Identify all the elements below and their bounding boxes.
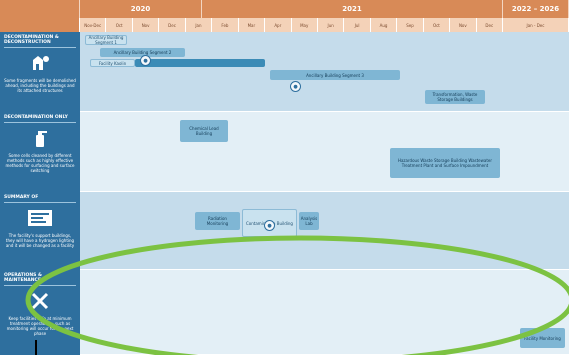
month-header-cell: Nov <box>132 18 160 32</box>
bar-ancillary-3: Ancillary Building Segment 3 <box>270 70 400 80</box>
month-header-cell: Nov <box>450 18 477 32</box>
bar-chemical-lead: Chemical Lead Building <box>180 120 228 142</box>
month-header-cell: Dec <box>476 18 503 32</box>
bar-radiation-monitoring: Radiation Monitoring <box>195 212 240 230</box>
row-description: Some cells cleaned by different methods … <box>5 153 75 173</box>
bar-transformation-waste: Transformation, Waste Storage Buildings <box>425 90 485 104</box>
year-header-cell <box>0 0 80 18</box>
bar-hazardous-waste: Hazardous Waste Storage Building Wastewa… <box>390 148 500 178</box>
year-header-cell: 2020 <box>80 0 202 18</box>
document-list-icon <box>4 207 76 229</box>
month-header-cell: May <box>291 18 318 32</box>
bar-ancillary-2: Ancillary Building Segment 2 <box>100 48 185 57</box>
tools-icon <box>4 290 76 312</box>
bar-analysis-lab: Analysis Lab <box>299 212 319 230</box>
bar-facility-kaolin: Facility Kaolin <box>90 59 135 67</box>
year-header-cell: 2021 <box>202 0 503 18</box>
building-demolition-icon <box>4 52 76 74</box>
milestone-icon: ● <box>264 220 275 231</box>
month-header-cell: Feb <box>212 18 239 32</box>
month-header-cell: Jan <box>185 18 213 32</box>
milestone-icon: ● <box>140 55 151 66</box>
row-title: Operations & Maintenance <box>4 273 76 286</box>
month-header-cell: Oct <box>423 18 451 32</box>
month-header-cell: Jul <box>344 18 371 32</box>
month-header-cell: Aug <box>370 18 398 32</box>
row-decon-only: Decontamination only Some cells cleaned … <box>0 112 569 192</box>
row-title: Decontamination only <box>4 115 76 123</box>
bar-ancillary-1: Ancillary Building Segment 1 <box>85 35 127 45</box>
month-header-cell: Dec <box>159 18 186 32</box>
month-header-cell: Nov-Dec <box>80 18 107 32</box>
row-description: The facility's support buildings, they w… <box>5 233 75 248</box>
month-header-cell: Sep <box>397 18 424 32</box>
row-decon-deconstruction: Decontamination & Deconstruction Some fr… <box>0 32 569 112</box>
row-lane: Facility Monitoring <box>80 270 569 355</box>
row-description: Some fragments will be demolished ahead,… <box>4 78 76 93</box>
spray-bottle-icon <box>4 127 76 149</box>
bar-segment-2-extension <box>135 59 265 67</box>
month-header-cell: Mar <box>238 18 266 32</box>
row-title: Decontamination & Deconstruction <box>4 35 76 48</box>
milestone-icon: ● <box>290 81 301 92</box>
month-header-cell: Oct <box>106 18 133 32</box>
row-title: Summary of <box>4 195 76 203</box>
month-header-cell: Apr <box>265 18 292 32</box>
month-header-cell: Jun <box>317 18 345 32</box>
month-header-spacer <box>0 18 80 32</box>
row-label: Decontamination & Deconstruction Some fr… <box>0 32 80 112</box>
row-lane: Ancillary Building Segment 1 Ancillary B… <box>80 32 569 112</box>
row-label: Decontamination only Some cells cleaned … <box>0 112 80 192</box>
row-label: Summary of The facility's support buildi… <box>0 192 80 270</box>
row-lane: Chemical Lead Building Hazardous Waste S… <box>80 112 569 192</box>
